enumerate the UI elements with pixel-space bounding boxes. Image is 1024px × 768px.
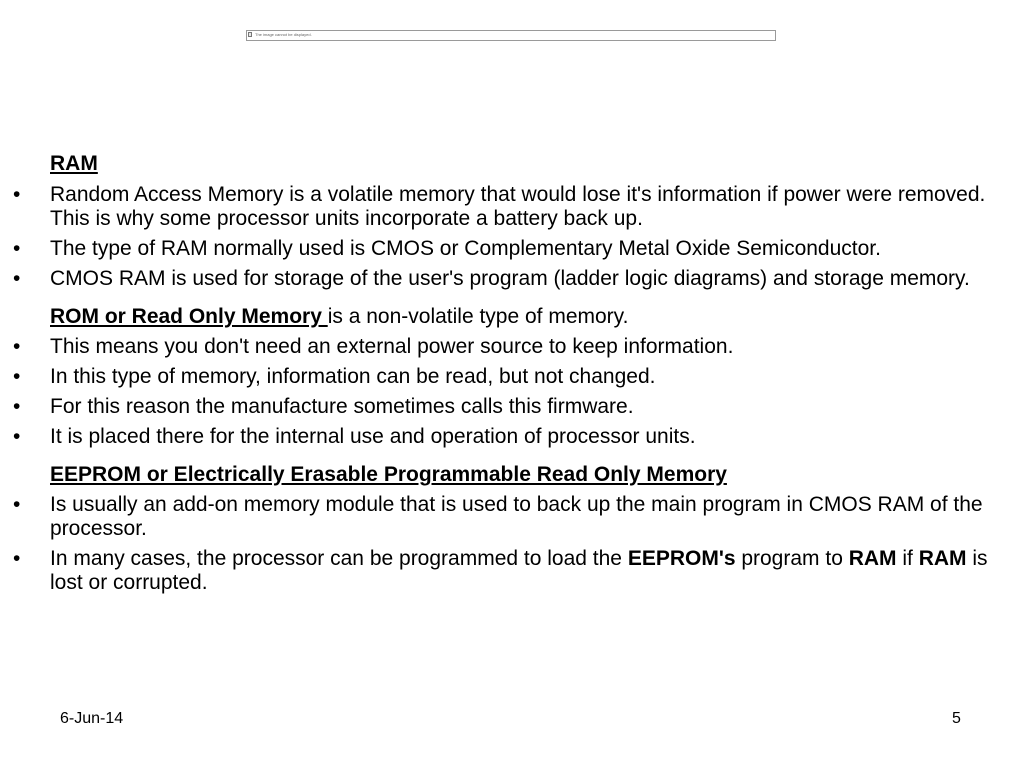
bullet-icon: •: [13, 335, 21, 358]
bullet-icon: •: [13, 395, 21, 418]
bullet-icon: •: [13, 267, 21, 290]
rom-bullet-2-text: In this type of memory, information can …: [50, 365, 656, 388]
bullet-icon: •: [13, 237, 21, 260]
eeprom-heading-line: EEPROM or Electrically Erasable Programm…: [0, 463, 1024, 487]
rom-heading-line: ROM or Read Only Memory is a non-volatil…: [0, 305, 1024, 329]
rom-heading: ROM or Read Only Memory: [50, 305, 328, 328]
bullet-icon: •: [13, 493, 21, 516]
broken-image-caption: The image cannot be displayed.: [255, 32, 312, 37]
eeprom-heading: EEPROM or Electrically Erasable Programm…: [50, 463, 727, 486]
list-item: • CMOS RAM is used for storage of the us…: [0, 267, 1024, 291]
list-item: • The type of RAM normally used is CMOS …: [0, 237, 1024, 261]
bullet-icon: •: [13, 183, 21, 206]
rom-heading-rest: is a non-volatile type of memory.: [327, 305, 629, 328]
list-item: • In many cases, the processor can be pr…: [0, 547, 1024, 595]
list-item: • In this type of memory, information ca…: [0, 365, 1024, 389]
rom-bullet-3-text: For this reason the manufacture sometime…: [50, 395, 634, 418]
ram-heading: RAM: [50, 152, 98, 175]
list-item: • Random Access Memory is a volatile mem…: [0, 183, 1024, 231]
eeprom-bullet-2-part4: is lost or corrupted.: [50, 547, 988, 594]
page-number: 5: [952, 710, 961, 727]
ram-bullet-1-text: Random Access Memory is a volatile memor…: [50, 183, 986, 206]
ram-bullet-1-continuation: This is why some processor units incorpo…: [50, 207, 643, 230]
eeprom-term: EEPROM's: [627, 547, 736, 570]
broken-image-placeholder: The image cannot be displayed.: [246, 30, 776, 41]
ram-bullet-3-text: CMOS RAM is used for storage of the user…: [50, 267, 970, 290]
bullet-icon: •: [13, 425, 21, 448]
eeprom-bullet-2-part2: program to: [735, 547, 849, 570]
ram-bullet-2-text: The type of RAM normally used is CMOS or…: [50, 237, 881, 260]
ram-term: RAM: [918, 547, 967, 570]
list-item: • It is placed there for the internal us…: [0, 425, 1024, 449]
rom-bullet-4-text: It is placed there for the internal use …: [50, 425, 696, 448]
eeprom-bullet-1-text: Is usually an add-on memory module that …: [50, 493, 983, 540]
broken-image-icon: [248, 32, 252, 37]
eeprom-bullet-2-text: In many cases, the processor can be prog…: [50, 547, 1016, 595]
list-item: • For this reason the manufacture someti…: [0, 395, 1024, 419]
ram-term: RAM: [848, 547, 897, 570]
footer-date: 6-Jun-14: [60, 710, 124, 727]
rom-bullet-1-text: This means you don't need an external po…: [50, 335, 734, 358]
list-item: • This means you don't need an external …: [0, 335, 1024, 359]
bullet-icon: •: [13, 547, 21, 570]
eeprom-bullet-2-part3: if: [896, 547, 919, 570]
ram-heading-line: RAM: [0, 152, 1024, 176]
list-item: • Is usually an add-on memory module tha…: [0, 493, 1024, 541]
slide-body: RAM • Random Access Memory is a volatile…: [0, 152, 1024, 595]
bullet-icon: •: [13, 365, 21, 388]
eeprom-bullet-2-part1: In many cases, the processor can be prog…: [50, 547, 628, 570]
